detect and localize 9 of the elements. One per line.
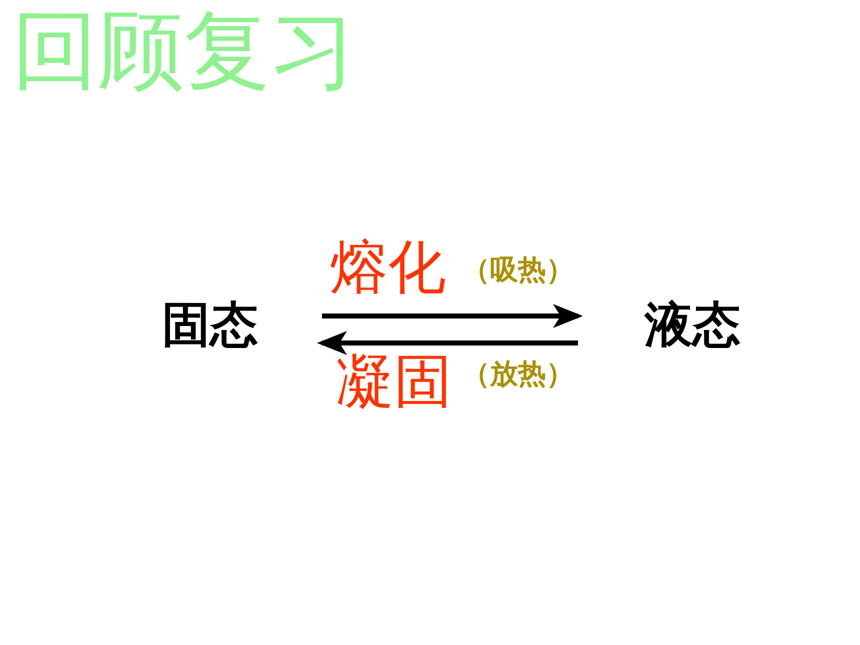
edge-label: 熔化 — [330, 238, 446, 296]
edge-label: 凝固 — [336, 352, 452, 410]
state-label: 固态 — [150, 295, 270, 355]
title: 回顾复习 — [12, 8, 356, 94]
arrow — [322, 304, 583, 328]
heat-note: （吸热） — [462, 256, 574, 284]
arrow — [317, 331, 578, 355]
heat-note: （放热） — [462, 360, 574, 388]
state-label: 液态 — [630, 295, 755, 355]
